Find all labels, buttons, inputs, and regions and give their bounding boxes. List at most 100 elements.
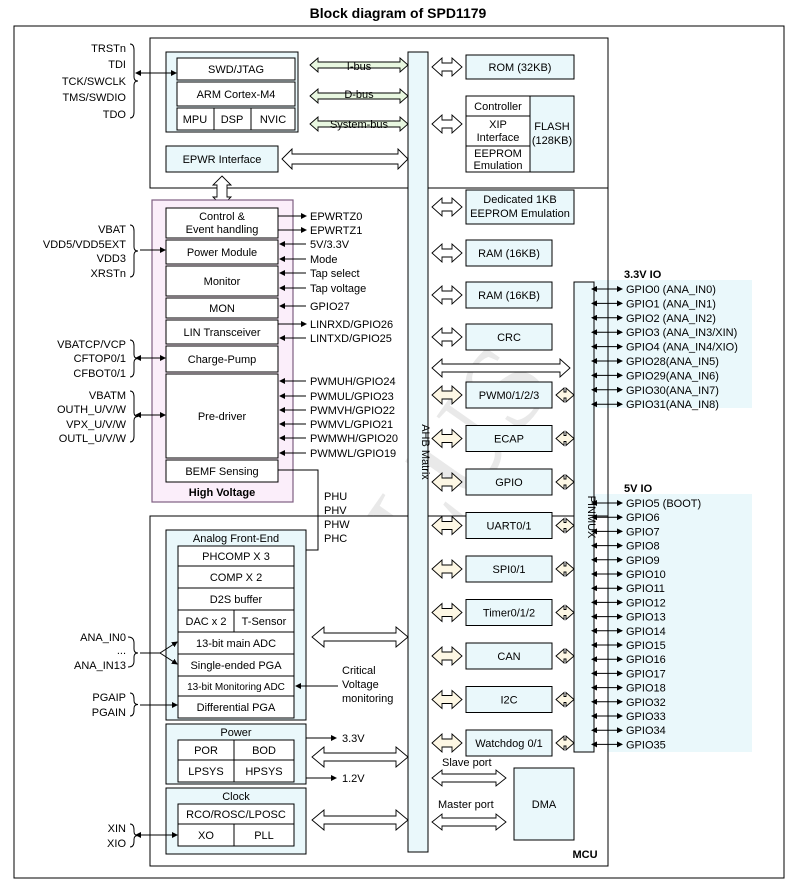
left-pins: TRSTnTDITCK/SWCLKTMS/SWDIOTDOVBATVDD5/VD… [43, 43, 178, 850]
hv-sig-label-8: LINTXD/GPIO25 [310, 333, 392, 345]
pin-power-2: VDD3 [97, 253, 126, 265]
io33-pin-8: GPIO31(ANA_IN8) [626, 399, 719, 411]
brace-pga_in [129, 692, 139, 717]
io33-pin-2: GPIO2 (ANA_IN2) [626, 313, 716, 325]
rom-box [465, 54, 575, 80]
afe-label-1: COMP X 2 [210, 572, 262, 584]
pin-debug-2: TCK/SWCLK [62, 76, 127, 88]
pin-pga_in-1: PGAIN [92, 707, 126, 719]
hv-sig-label-12: PWMVL/GPIO21 [310, 419, 393, 431]
flash-arrow [431, 113, 463, 135]
eeprom-box [465, 189, 575, 225]
ana-fan-0 [159, 641, 178, 654]
power-arrow [311, 746, 409, 768]
eeprom-label-2: EEPROM Emulation [470, 208, 570, 220]
osc-label: RCO/ROSC/LPOSC [186, 809, 286, 821]
pin-pre_driver-2: VPX_U/V/W [66, 419, 127, 431]
hv-box-6 [165, 373, 279, 459]
rom-label: ROM (32KB) [489, 62, 552, 74]
pinmux-label: PINMUX [585, 496, 597, 539]
bemf-out-phu: PHU [324, 491, 347, 503]
periph-pinmux-arrow-4 [555, 561, 575, 577]
crc-label: CRC [497, 332, 521, 344]
outer-frame [13, 25, 785, 879]
periph-arrow-6 [431, 645, 463, 667]
io5-pin-17: GPIO35 [626, 739, 666, 751]
pin-analog_in-2: ANA_IN13 [74, 660, 126, 672]
periph-box-2 [465, 468, 553, 496]
periph-box-0 [465, 381, 553, 409]
flash-label-2: (128KB) [532, 135, 572, 147]
dma-label: DMA [532, 799, 557, 811]
io5-pin-15: GPIO33 [626, 711, 666, 723]
dma-master-label: Master port [438, 799, 494, 811]
hv-label-4: LIN Transceiver [183, 327, 260, 339]
afe-label-3: DAC x 2 [186, 616, 227, 628]
periph-pinmux-arrow-5 [555, 604, 575, 621]
io5-pin-2: GPIO7 [626, 526, 660, 538]
flash-eeprom-label-1: EEPROM [474, 148, 522, 160]
pin-charge_pump-2: CFBOT0/1 [73, 368, 126, 380]
hv-label-5: Charge-Pump [188, 354, 256, 366]
bod-label: BOD [252, 745, 276, 757]
dsp-label: DSP [221, 114, 244, 126]
io5-pin-13: GPIO18 [626, 683, 666, 695]
dma-slave-label: Slave port [442, 757, 492, 769]
mpu-label: MPU [183, 114, 208, 126]
pin-clock_in-1: XIO [107, 838, 126, 850]
dbus-label: D-bus [344, 89, 374, 101]
hv-label-7: BEMF Sensing [185, 466, 258, 478]
hv-box-0 [165, 207, 279, 239]
hv-sig-label-5: Tap voltage [310, 283, 366, 295]
bemf-out-phv: PHV [324, 505, 347, 517]
io5-pin-7: GPIO12 [626, 597, 666, 609]
io33-pin-4: GPIO4 (ANA_IN4/XIO) [626, 342, 738, 354]
ibus-label: I-bus [347, 61, 372, 73]
io5-label: 5V IO [624, 483, 653, 495]
io5-pin-11: GPIO16 [626, 654, 666, 666]
io5-pin-8: GPIO13 [626, 612, 666, 624]
afe-box-8 [177, 695, 295, 719]
io5-pin-0: GPIO5 (BOOT) [626, 498, 701, 510]
pin-analog_in-0: ANA_IN0 [80, 632, 126, 644]
hv-box-4 [165, 319, 279, 345]
afe-label: Analog Front-End [193, 533, 279, 545]
pin-clock_in-0: XIN [108, 823, 126, 835]
diagram-title: Block diagram of SPD1179 [310, 5, 487, 21]
io33-pin-1: GPIO1 (ANA_IN1) [626, 298, 716, 310]
eeprom-arrow [431, 196, 463, 218]
xo-label: XO [198, 830, 214, 842]
hv-label-1: Power Module [187, 247, 257, 259]
dma-master-arrow [431, 813, 507, 831]
hv-label-2: Monitor [204, 276, 241, 288]
pin-pre_driver-1: OUTH_U/V/W [57, 404, 127, 416]
io5-region [594, 494, 752, 752]
brace-charge_pump [129, 339, 139, 378]
afe-label-5: 13-bit main ADC [196, 638, 276, 650]
cortex-box [176, 81, 296, 107]
sysbus-label: System-bus [330, 119, 389, 131]
cortex-label: ARM Cortex-M4 [197, 89, 276, 101]
flash-label-1: FLASH [534, 121, 570, 133]
periph-box-4 [465, 555, 553, 583]
ram1-box [465, 239, 553, 267]
hv-sig-label-7: LINRXD/GPIO26 [310, 319, 393, 331]
hv-sig-label-9: PWMUH/GPIO24 [310, 376, 396, 388]
periph-label-7: I2C [500, 695, 517, 707]
hv-label-0-1: Event handling [186, 224, 259, 236]
io5-pin-9: GPIO14 [626, 626, 666, 638]
hv-box-3 [165, 297, 279, 319]
io5-pin-1: GPIO6 [626, 512, 660, 524]
afe-label-4: T-Sensor [242, 616, 287, 628]
afe-label-2: D2S buffer [210, 594, 263, 606]
periph-arrow-4 [431, 558, 463, 580]
critical-label-3: monitoring [342, 693, 393, 705]
eeprom-label-1: Dedicated 1KB [483, 194, 556, 206]
hv-box-5 [165, 345, 279, 373]
flash-eeprom-box [465, 145, 531, 173]
periph-label-6: CAN [497, 651, 520, 663]
afe-label-6: Single-ended PGA [190, 660, 282, 672]
critical-label-1: Critical [342, 665, 376, 677]
afe-arrow [311, 626, 409, 648]
